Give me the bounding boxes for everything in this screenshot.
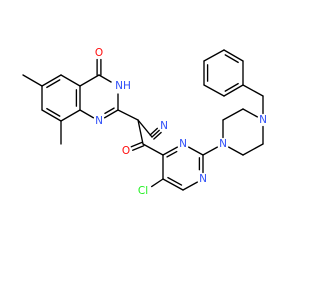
bond-cn-nn-a bbox=[153, 131, 162, 140]
atom-label-n-pyrimidine-upper: N bbox=[179, 138, 187, 150]
bond-p6-p5-inner bbox=[167, 176, 183, 186]
bond-p4-pn3 bbox=[162, 146, 178, 156]
bond-ck-p4 bbox=[142, 143, 164, 156]
bond-cn-nn-mid bbox=[151, 129, 160, 138]
bond-layer bbox=[22, 49, 264, 191]
bond-b4-b5 bbox=[203, 49, 225, 62]
bond-pn1-p6 bbox=[182, 181, 198, 191]
bond-p6-p5 bbox=[162, 178, 184, 191]
atom-label-nh: NH bbox=[115, 80, 131, 92]
bond-ca-ck bbox=[137, 119, 144, 145]
bond-ck-ok-a bbox=[130, 141, 143, 148]
bond-c6-me6 bbox=[22, 74, 43, 87]
bond-c2-ca bbox=[117, 109, 139, 121]
atom-label-n-pyrimidine-lower: N bbox=[199, 173, 207, 185]
bond-c4a-c5 bbox=[60, 74, 81, 87]
bond-ch2-b1 bbox=[242, 84, 264, 97]
bond-c7-c8 bbox=[41, 109, 62, 122]
bond-c5-c6-inner bbox=[46, 79, 61, 89]
bond-c2-n1-inner bbox=[104, 107, 115, 115]
bond-pd-pipn1 bbox=[228, 146, 244, 156]
atom-label-n-nitrile: N bbox=[160, 120, 168, 132]
atom-label-n-piperazine-4: N bbox=[259, 114, 267, 126]
bond-c4a-c4 bbox=[79, 74, 100, 87]
bond-b2-b3 bbox=[203, 84, 225, 97]
bond-c4-n3 bbox=[98, 74, 112, 83]
bond-b5-b6 bbox=[223, 49, 244, 62]
bond-ca-cn bbox=[137, 119, 153, 138]
bond-c2-n1 bbox=[103, 109, 119, 119]
atom-label-o-carbonyl-top: O bbox=[95, 47, 103, 59]
bond-b1-b2-inner bbox=[224, 82, 239, 92]
atom-label-n-quinazoline: N bbox=[95, 115, 103, 127]
bond-pa-pb bbox=[222, 108, 244, 121]
bond-b1-b2 bbox=[223, 84, 244, 97]
bond-p4-pn3-inner bbox=[166, 150, 178, 158]
bond-pc-pd bbox=[242, 143, 264, 156]
bond-b5-b6-inner bbox=[224, 54, 239, 64]
bond-c5-c6 bbox=[41, 74, 62, 87]
bond-p5-cl bbox=[150, 178, 164, 188]
bond-p2-pipn1 bbox=[202, 146, 218, 156]
bond-pn3-p2 bbox=[188, 146, 204, 156]
bond-pb-pipn4 bbox=[242, 108, 258, 118]
bond-ck-ok-b bbox=[132, 145, 145, 151]
atom-label-cl: Cl bbox=[138, 185, 148, 197]
bond-cn-nn-b bbox=[149, 127, 158, 136]
bond-c8-c8a bbox=[60, 109, 81, 122]
bond-c7-c8-inner bbox=[46, 107, 61, 117]
atom-label-o-ketone: O bbox=[122, 145, 130, 157]
bond-n1-c8a bbox=[79, 109, 95, 119]
atom-label-n-piperazine-1: N bbox=[219, 138, 227, 150]
